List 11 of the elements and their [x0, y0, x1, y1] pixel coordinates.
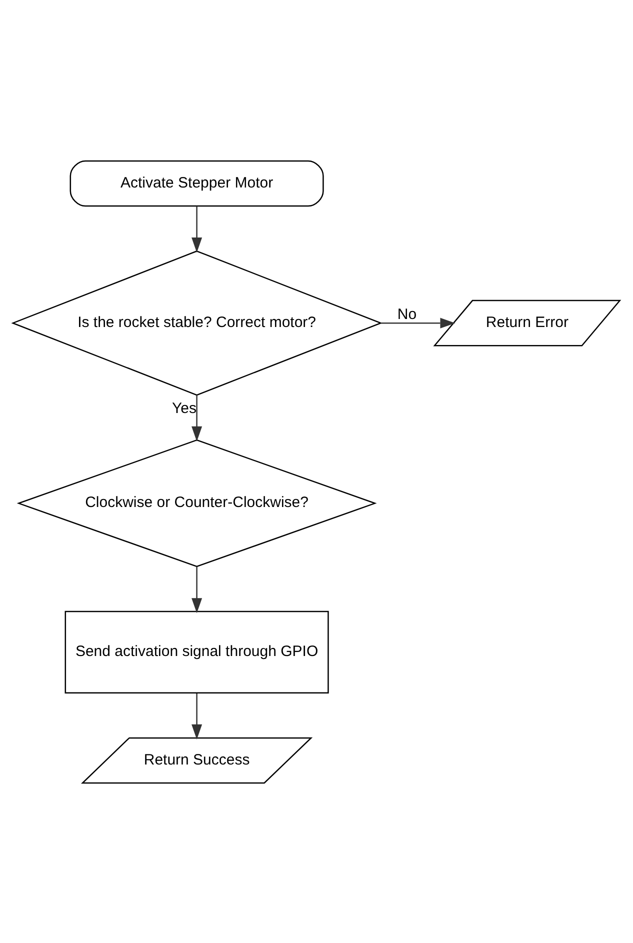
edge-label: No: [397, 305, 417, 322]
node-box: Send activation signal through GPIO: [64, 610, 329, 693]
node-diamond: Clockwise or Counter-Clockwise?: [16, 438, 377, 567]
arrow: [192, 206, 202, 252]
arrow: [192, 394, 202, 441]
edge-label: Yes: [172, 400, 197, 417]
node-box: Activate Stepper Motor: [70, 160, 324, 206]
arrow: [192, 566, 202, 613]
node-diamond: Is the rocket stable? Correct motor?: [11, 250, 382, 396]
arrow: [380, 317, 456, 328]
arrow: [192, 692, 202, 739]
